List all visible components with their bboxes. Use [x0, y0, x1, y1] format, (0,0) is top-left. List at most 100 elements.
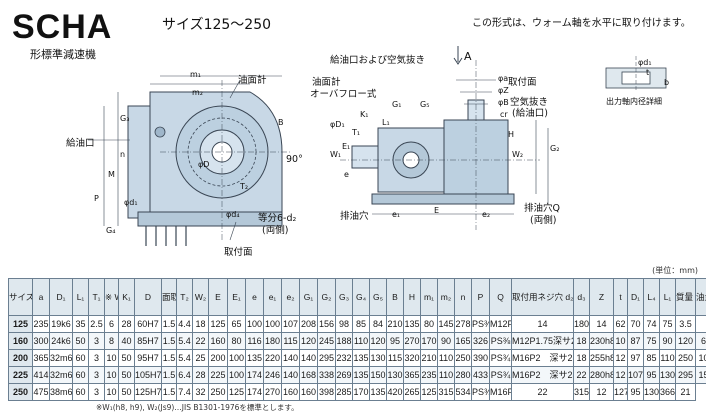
table-cell: 125 [208, 315, 228, 333]
column-header: 質量 kg [675, 278, 696, 316]
table-cell: 80 [227, 332, 246, 350]
table-cell: 32m6 [49, 349, 73, 367]
table-cell: 250 [675, 349, 696, 367]
table-cell: 225 [208, 366, 228, 384]
table-cell: 32m6 [49, 366, 73, 384]
column-header: E₁ [227, 278, 246, 316]
dim-phi-D1: φD₁ [330, 120, 345, 129]
table-cell: 95 [386, 332, 404, 350]
label-drain-q: 排油穴Q [524, 203, 560, 214]
table-cell: 4.4 [176, 315, 193, 333]
table-cell: 300 [32, 332, 50, 350]
table-cell: 168 [299, 366, 318, 384]
table-cell: 3 [88, 332, 105, 350]
label-drain: 排油穴 [340, 211, 369, 222]
table-cell: 32 [192, 383, 209, 401]
table-cell: 170 [420, 332, 438, 350]
table-cell: 80 [420, 315, 438, 333]
label-vent-inlet: 給油口および空気抜き [330, 55, 426, 66]
table-cell: 22 [511, 383, 574, 401]
dim-phi-Z: φZ [498, 86, 509, 95]
table-cell: 100 [245, 315, 264, 333]
table-cell: 65 [227, 315, 246, 333]
footnote: ※W₁(h8, h9), W₂(Js9)…JIS B1301-1976を標準とし… [96, 403, 299, 412]
table-cell: 365 [403, 366, 421, 384]
dim-K1: K₁ [360, 110, 369, 119]
table-cell: 21 [675, 383, 696, 401]
table-cell: 315 [437, 383, 455, 401]
label-view-arrow: A [464, 50, 472, 63]
table-cell: 95H7 [134, 349, 162, 367]
column-header: L₁ [72, 278, 89, 316]
table-cell: 90 [437, 332, 455, 350]
table-cell: PS⅜ [471, 315, 490, 333]
dim-phi-d4: φd₄ [226, 210, 240, 219]
table-cell: 165 [454, 332, 472, 350]
dim-B: B [278, 118, 284, 127]
table-cell: 420 [386, 383, 404, 401]
column-header: D [134, 278, 162, 316]
row-size-cell: 200 [8, 349, 33, 367]
table-cell: 74 [643, 315, 660, 333]
side-view [340, 46, 549, 230]
label-overflow-gauge: 油面計 [312, 77, 341, 88]
table-cell: M16P2 深サ28 [511, 349, 574, 367]
table-cell: 10 [104, 366, 119, 384]
table-cell: 107 [627, 366, 644, 384]
label-mounting-face: 取付面 [224, 247, 253, 258]
column-header: G₄ [352, 278, 370, 316]
table-cell: 140 [281, 366, 300, 384]
label-angle: 90° [286, 154, 303, 165]
table-cell: 150 [369, 366, 387, 384]
table-cell: 250 [208, 383, 228, 401]
column-header: B [386, 278, 404, 316]
dim-W2: W₂ [512, 150, 524, 159]
table-cell: 12 [613, 366, 628, 384]
table-cell: 130 [643, 383, 660, 401]
column-header: G₂ [317, 278, 336, 316]
dim-e: e [344, 170, 349, 179]
table-cell: 398 [317, 383, 336, 401]
table-cell: 18 [192, 315, 209, 333]
table-cell: 3 [88, 383, 105, 401]
dim-T1: T₁ [352, 128, 361, 137]
table-cell: 3 [88, 366, 105, 384]
table-cell: 100 [263, 315, 282, 333]
table-cell: 87 [627, 332, 644, 350]
front-view [88, 75, 290, 246]
table-cell: 125 [227, 383, 246, 401]
dim-phi-D: φD [198, 160, 210, 169]
table-cell: 50 [118, 366, 135, 384]
dim-G4: G₄ [106, 226, 116, 235]
table-cell: 84 [369, 315, 387, 333]
table-cell: 160 [299, 383, 318, 401]
dim-phi-B: φB [498, 98, 509, 107]
table-cell: 1.5 [161, 349, 177, 367]
dim-W1: W₁ [330, 150, 342, 159]
table-cell: 125 [420, 383, 438, 401]
table-cell: 5.4 [176, 349, 193, 367]
dim-L1: L₁ [382, 118, 390, 127]
column-header: t [613, 278, 628, 316]
table-cell: 250 [454, 349, 472, 367]
table-cell: PS¾ [489, 366, 512, 384]
table-cell: 40 [118, 332, 135, 350]
table-cell: 60H7 [134, 315, 162, 333]
size-range: サイズ125～250 [162, 17, 272, 33]
column-header: H [403, 278, 421, 316]
table-cell: 120 [299, 332, 318, 350]
table-cell: 6 [695, 332, 706, 350]
table-cell: 210 [420, 349, 438, 367]
table-cell: 116 [245, 332, 264, 350]
table-cell: 414 [32, 366, 50, 384]
table-cell: 130 [386, 366, 404, 384]
table-header-row: サイズ ℓaD₁L₁T₁※ W₁K₁D面取り rT₂W₂EE₁ee₁e₂G₁G₂… [8, 278, 706, 316]
table-cell: 120 [369, 332, 387, 350]
table-cell: 3 [88, 349, 105, 367]
table-cell: 200 [208, 349, 228, 367]
table-cell: 70 [627, 315, 644, 333]
